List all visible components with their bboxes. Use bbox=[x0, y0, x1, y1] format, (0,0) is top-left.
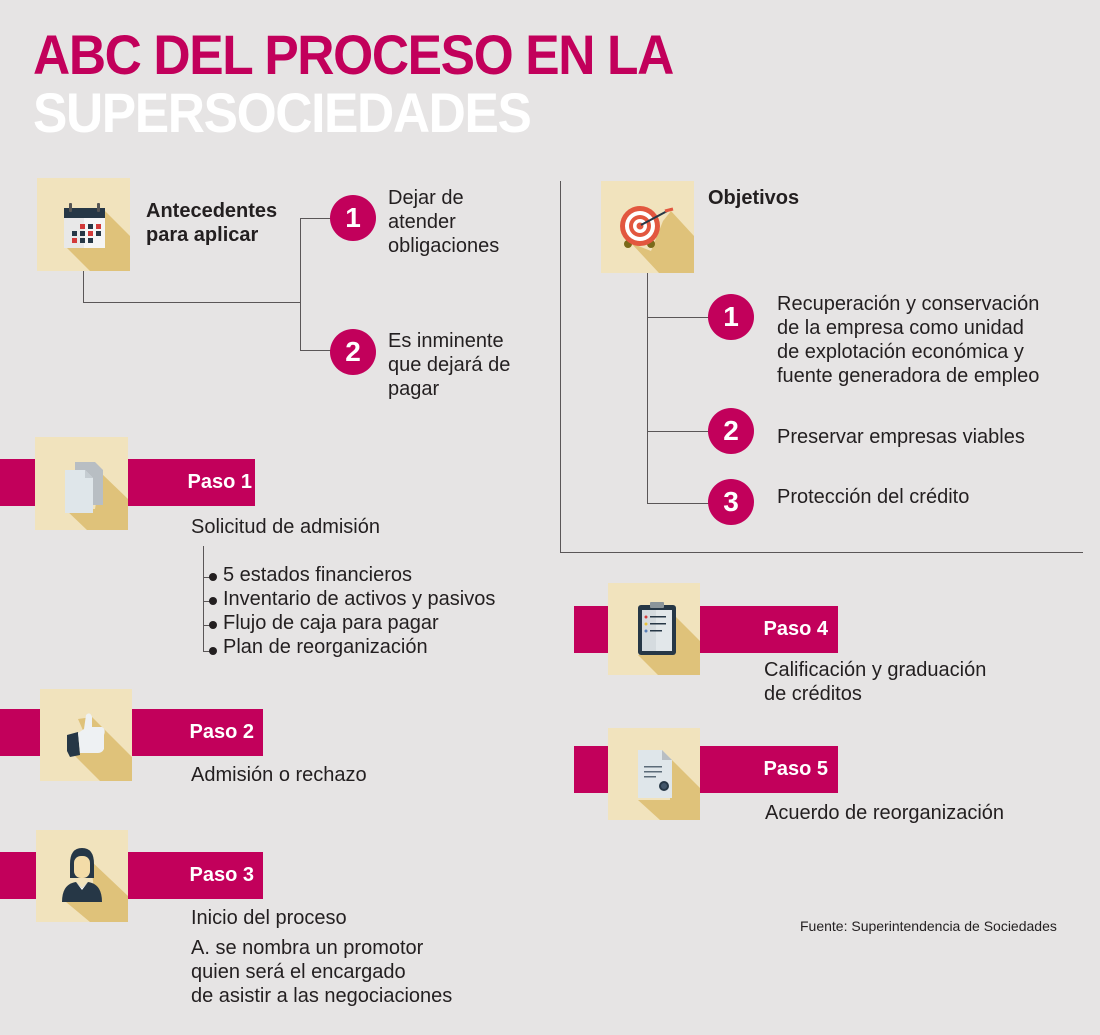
bullet bbox=[209, 573, 217, 581]
antecedentes-heading: Antecedentes para aplicar bbox=[146, 199, 277, 247]
objetivos-heading: Objetivos bbox=[708, 187, 800, 209]
paso-4-icon-tile bbox=[608, 583, 700, 675]
person-icon bbox=[62, 848, 128, 922]
paso-1-description: Solicitud de admisión bbox=[191, 516, 380, 538]
connector bbox=[647, 503, 709, 504]
antecedentes-heading-line-1: Antecedentes bbox=[146, 200, 278, 222]
bullet bbox=[209, 647, 217, 655]
connector bbox=[203, 625, 211, 626]
objetivo-text-1: Recuperación y conservación de la empres… bbox=[777, 293, 1040, 387]
connector bbox=[647, 273, 648, 504]
title-line-2: SUPERSOCIEDADES bbox=[33, 81, 532, 144]
antecedente-number-1: 1 bbox=[330, 195, 376, 241]
antecedente-text-1: Dejar de atender obligaciones bbox=[388, 187, 500, 257]
connector bbox=[203, 577, 211, 578]
connector bbox=[647, 431, 709, 432]
objetivo-text-2: Preservar empresas viables bbox=[777, 426, 1025, 448]
paso-1-sub-item: Inventario de activos y pasivos bbox=[223, 588, 496, 610]
objetivos-frame-left bbox=[560, 181, 561, 553]
objetivo-number-2: 2 bbox=[708, 408, 754, 454]
paso-4-description: Calificación y graduación de créditos bbox=[764, 659, 987, 705]
paso-1-label: Paso 1 bbox=[187, 471, 252, 493]
connector bbox=[203, 601, 211, 602]
objetivo-number-1: 1 bbox=[708, 294, 754, 340]
paso-5-label: Paso 5 bbox=[763, 758, 828, 780]
paso-5-description: Acuerdo de reorganización bbox=[765, 802, 1005, 824]
calendar-icon bbox=[64, 203, 130, 271]
paso-3-description: Inicio del proceso bbox=[191, 907, 347, 929]
paso-2-label: Paso 2 bbox=[189, 721, 254, 743]
connector bbox=[300, 350, 332, 351]
certificate-icon bbox=[638, 750, 700, 820]
connector bbox=[83, 271, 84, 303]
thumbs-up-icon bbox=[67, 713, 132, 781]
paso-5-icon-tile bbox=[608, 728, 700, 820]
objetivo-text-3: Protección del crédito bbox=[777, 486, 970, 508]
bullet bbox=[209, 597, 217, 605]
paso-4-label: Paso 4 bbox=[763, 618, 828, 640]
connector bbox=[647, 317, 709, 318]
paso-2-icon-tile bbox=[40, 689, 132, 781]
paso-2-description: Admisión o rechazo bbox=[191, 764, 367, 786]
objetivos-icon-tile bbox=[601, 181, 694, 273]
paso-1-sub-item: Flujo de caja para pagar bbox=[223, 612, 439, 634]
target-icon bbox=[620, 206, 694, 273]
paso-1-icon-tile bbox=[35, 437, 128, 530]
antecedentes-heading-line-2: para aplicar bbox=[146, 224, 259, 246]
title-line-1: ABC DEL PROCESO EN LA bbox=[33, 23, 674, 86]
connector bbox=[300, 218, 301, 351]
connector bbox=[300, 218, 332, 219]
antecedente-text-2: Es inminente que dejará de pagar bbox=[388, 330, 511, 400]
paso-3-detail: A. se nombra un promotor quien será el e… bbox=[191, 937, 453, 1007]
paso-1-sub-item: Plan de reorganización bbox=[223, 636, 428, 658]
objetivos-frame-bottom bbox=[560, 552, 1083, 553]
paso-3-icon-tile bbox=[36, 830, 128, 922]
paso-3-label: Paso 3 bbox=[189, 864, 254, 886]
antecedente-number-2: 2 bbox=[330, 329, 376, 375]
connector bbox=[203, 546, 204, 652]
bullet bbox=[209, 621, 217, 629]
objetivo-number-3: 3 bbox=[708, 479, 754, 525]
connector bbox=[83, 302, 301, 303]
documents-icon bbox=[65, 462, 128, 530]
antecedentes-icon-tile bbox=[37, 178, 130, 271]
source-note: Fuente: Superintendencia de Sociedades bbox=[800, 918, 1057, 934]
connector bbox=[203, 651, 211, 652]
paso-1-sub-item: 5 estados financieros bbox=[223, 564, 413, 586]
clipboard-icon bbox=[638, 602, 700, 675]
